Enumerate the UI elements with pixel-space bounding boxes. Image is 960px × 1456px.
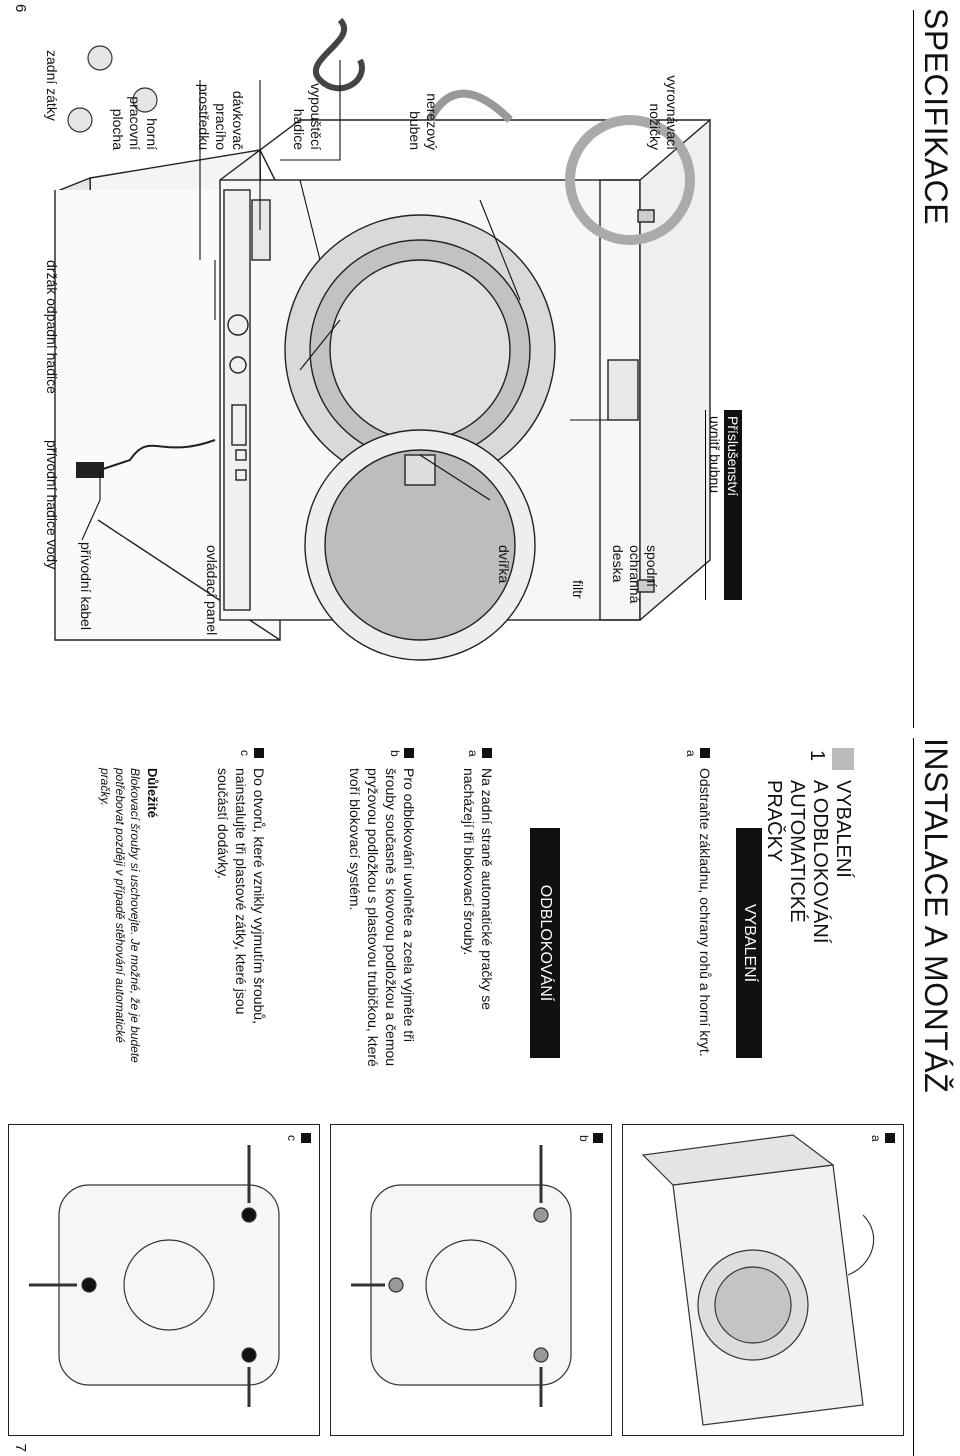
- label-power-cable: přívodní kabel: [78, 542, 94, 630]
- label-leveling-feet: vyrovnávací nožičky: [647, 75, 680, 150]
- label-stainless-drum: nerezový buben: [407, 93, 440, 150]
- page-number-left: 6: [12, 4, 29, 13]
- step-title: VYBALENÍ A ODBLOKOVÁNÍ AUTOMATICKÉ PRAČK…: [763, 780, 854, 944]
- page-title-instalace: INSTALACE A MONTÁŽ: [918, 738, 954, 1094]
- accessories-box: Příslušenství uvnitř bubnu: [705, 410, 742, 600]
- step-number: 1: [806, 750, 828, 762]
- label-drain-hose-holder: držák odpadní hadice: [44, 260, 60, 394]
- page-number-right: 7: [12, 1443, 29, 1452]
- note-text: Blokovací šrouby si uschovejte. Je možné…: [98, 768, 142, 1063]
- label-water-inlet-hose: přívodní hadice vody: [44, 440, 60, 570]
- label-detergent-dispenser: dávkovač pracího prostředku: [196, 83, 246, 150]
- item-letter: c: [238, 750, 252, 756]
- item-letter: a: [466, 750, 480, 757]
- figure-b: b: [330, 1124, 612, 1436]
- vybaleni-item-a-text: Odstraňte základnu, ochrany rohů a horní…: [697, 768, 713, 1057]
- item-marker: [482, 748, 492, 758]
- note-title: Důležité: [145, 768, 160, 818]
- step-marker: [832, 748, 854, 770]
- label-bottom-protective-plate: spodní ochranná deska: [610, 545, 660, 604]
- section-heading-vybaleni: VYBALENÍ: [736, 828, 762, 1058]
- washing-machine-illustration: [54, 17, 711, 661]
- item-marker: [254, 748, 264, 758]
- item-letter: b: [388, 750, 402, 757]
- right-page: INSTALACE A MONTÁŽ 1 VYBALENÍ A ODBLOKOV…: [0, 728, 960, 1456]
- left-page: SPECIFIKACE: [12, 4, 954, 728]
- label-door: dvířka: [496, 545, 512, 584]
- section-heading-odblokovani: ODBLOKOVÁNÍ: [530, 828, 560, 1058]
- label-filter: filtr: [570, 580, 586, 599]
- figure-c-illustration: [29, 1145, 280, 1407]
- item-marker: [700, 748, 710, 758]
- label-control-panel: ovládací panel: [204, 545, 220, 636]
- figure-a: a: [622, 1124, 904, 1436]
- title-rule: [913, 738, 914, 1456]
- figure-c: c: [8, 1124, 320, 1436]
- odblokovani-item-b-text: Pro odblokování uvolněte a zcela vyjměte…: [347, 768, 417, 1067]
- item-letter: a: [684, 750, 698, 757]
- label-drain-hose: vypouštěcí hadice: [291, 83, 324, 150]
- odblokovani-item-a-text: Na zadní straně automatické pračky se na…: [461, 768, 495, 1011]
- accessories-heading: Příslušenství: [724, 410, 742, 600]
- item-marker: [404, 748, 414, 758]
- label-back-plugs: zadní zátky: [44, 50, 60, 121]
- odblokovani-item-c-text: Do otvorů, které vznikly vyjmutím šroubů…: [215, 768, 267, 1024]
- accessories-subheading: uvnitř bubnu: [705, 410, 724, 600]
- figure-a-illustration: [641, 1134, 875, 1426]
- label-top-work-surface: horní pracovní plocha: [110, 96, 160, 150]
- figure-b-illustration: [351, 1145, 572, 1407]
